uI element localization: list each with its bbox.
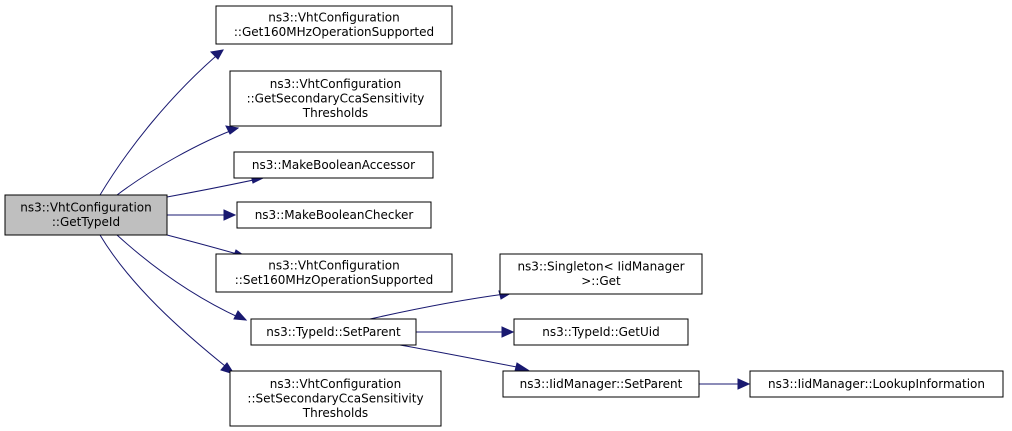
- node-label-line: ns3::IidManager::SetParent: [520, 377, 683, 391]
- arrowhead-icon: [209, 49, 224, 60]
- node-root[interactable]: ns3::VhtConfiguration::GetTypeId: [4, 194, 168, 236]
- node-box[interactable]: [250, 318, 417, 346]
- node-box[interactable]: [215, 5, 453, 45]
- node-box[interactable]: [499, 253, 703, 295]
- node-label-line: ns3::TypeId::GetUid: [542, 325, 660, 339]
- edge-line: [399, 344, 523, 369]
- node-mkchk[interactable]: ns3::MakeBooleanChecker: [236, 201, 432, 229]
- node-label-line: Thresholds: [302, 106, 368, 120]
- edge-root-to-mkchk: [167, 209, 237, 221]
- edge-setparent-to-iidsetparent: [399, 344, 530, 372]
- edge-iidsetparent-to-lookup: [699, 378, 751, 390]
- node-label-line: ns3::MakeBooleanChecker: [255, 208, 414, 222]
- edge-line: [166, 234, 245, 257]
- node-label-line: ::Get160MHzOperationSupported: [234, 25, 434, 39]
- node-setparent[interactable]: ns3::TypeId::SetParent: [250, 318, 417, 346]
- node-get160[interactable]: ns3::VhtConfiguration::Get160MHzOperatio…: [215, 5, 453, 45]
- node-box[interactable]: [233, 151, 434, 179]
- node-getcca[interactable]: ns3::VhtConfiguration::GetSecondaryCcaSe…: [229, 70, 442, 127]
- edge-line: [99, 234, 231, 371]
- node-label-line: ns3::VhtConfiguration: [20, 201, 151, 215]
- node-box[interactable]: [215, 253, 453, 293]
- node-label-line: ::Set160MHzOperationSupported: [235, 273, 434, 287]
- node-label-line: ns3::VhtConfiguration: [268, 11, 399, 25]
- edge-line: [369, 293, 506, 320]
- arrowhead-icon: [233, 310, 248, 321]
- node-box[interactable]: [229, 70, 442, 127]
- node-label-line: ns3::VhtConfiguration: [270, 77, 401, 91]
- node-label-line: ns3::VhtConfiguration: [268, 259, 399, 273]
- node-singleton[interactable]: ns3::Singleton< IidManager>::Get: [499, 253, 703, 295]
- arrowhead-icon: [501, 326, 515, 338]
- node-label-line: >::Get: [581, 274, 621, 288]
- node-setcca[interactable]: ns3::VhtConfiguration::SetSecondaryCcaSe…: [229, 370, 442, 427]
- edge-setparent-to-singleton: [369, 290, 513, 320]
- node-set160[interactable]: ns3::VhtConfiguration::Set160MHzOperatio…: [215, 253, 453, 293]
- node-box[interactable]: [502, 370, 700, 398]
- node-label-line: ns3::TypeId::SetParent: [266, 325, 401, 339]
- node-label-line: ns3::IidManager::LookupInformation: [768, 377, 985, 391]
- arrowhead-icon: [514, 362, 530, 372]
- node-label-line: ns3::VhtConfiguration: [270, 377, 401, 391]
- edge-line: [166, 177, 264, 198]
- edge-line: [116, 127, 239, 196]
- node-label-line: Thresholds: [302, 406, 368, 420]
- arrowhead-icon: [737, 378, 751, 390]
- node-box[interactable]: [236, 201, 432, 229]
- node-getuid[interactable]: ns3::TypeId::GetUid: [513, 318, 689, 346]
- edge-setparent-to-getuid: [416, 326, 515, 338]
- node-mkacc[interactable]: ns3::MakeBooleanAccessor: [233, 151, 434, 179]
- node-iidsetparent[interactable]: ns3::IidManager::SetParent: [502, 370, 700, 398]
- node-box[interactable]: [513, 318, 689, 346]
- edge-root-to-getcca: [116, 125, 240, 196]
- node-box[interactable]: [749, 370, 1004, 398]
- node-label-line: ns3::Singleton< IidManager: [517, 260, 684, 274]
- edge-line: [99, 49, 224, 196]
- node-label-line: ::GetTypeId: [52, 215, 120, 229]
- node-lookup[interactable]: ns3::IidManager::LookupInformation: [749, 370, 1004, 398]
- edge-root-to-get160: [99, 49, 224, 196]
- node-box[interactable]: [229, 370, 442, 427]
- node-box[interactable]: [4, 194, 168, 236]
- arrowhead-icon: [225, 125, 240, 135]
- node-label-line: ::SetSecondaryCcaSensitivity: [247, 391, 423, 405]
- edge-root-to-setparent: [116, 234, 248, 321]
- nodes-layer: ns3::VhtConfiguration::GetTypeIdns3::Vht…: [4, 5, 1004, 427]
- node-label-line: ::GetSecondaryCcaSensitivity: [247, 91, 425, 105]
- node-label-line: ns3::MakeBooleanAccessor: [252, 158, 415, 172]
- arrowhead-icon: [223, 209, 237, 221]
- edge-line: [116, 234, 241, 319]
